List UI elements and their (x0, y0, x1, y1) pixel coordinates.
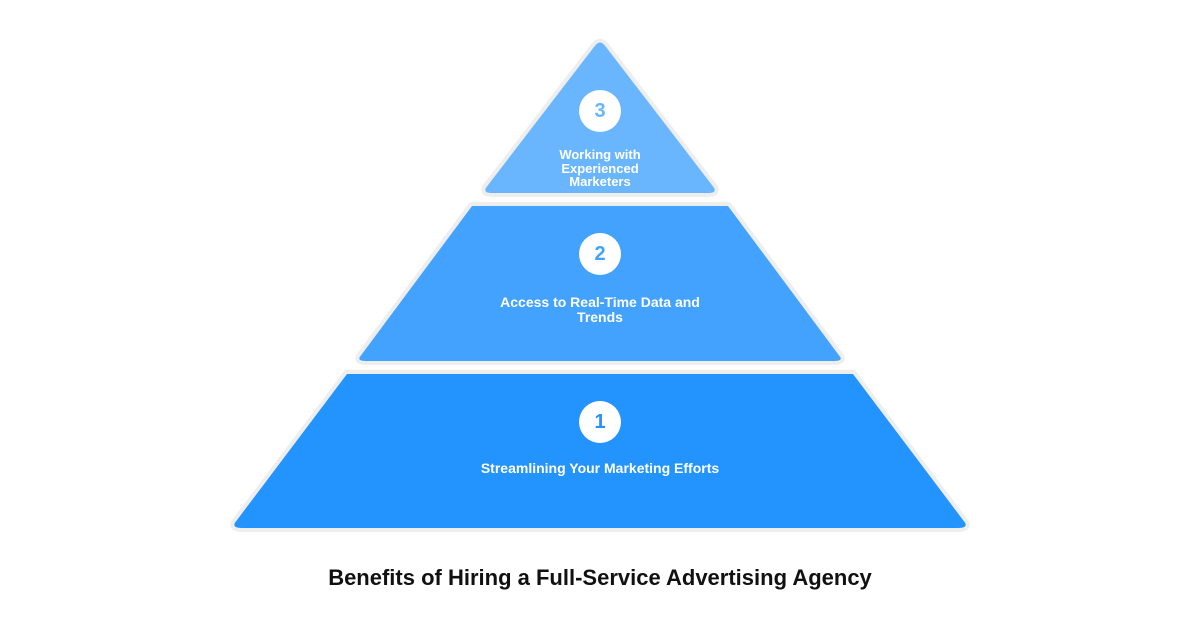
tier-2-label: Access to Real-Time Data and Trends (500, 294, 700, 325)
tier-2-number: 2 (594, 242, 606, 265)
diagram-title: Benefits of Hiring a Full-Service Advert… (328, 565, 872, 590)
tier-1-shape (230, 370, 970, 532)
tier-3-number-badge: 3 (579, 90, 621, 132)
tier-3-number: 3 (594, 99, 606, 122)
tier-2-number-badge: 2 (579, 233, 621, 275)
tier-1-number: 1 (594, 410, 606, 433)
tier-1-label: Streamlining Your Marketing Efforts (480, 460, 720, 476)
tier-1-number-badge: 1 (579, 401, 621, 443)
tier-3-label: Working with Experienced Marketers (559, 147, 641, 190)
tier-2-shape (355, 202, 845, 365)
